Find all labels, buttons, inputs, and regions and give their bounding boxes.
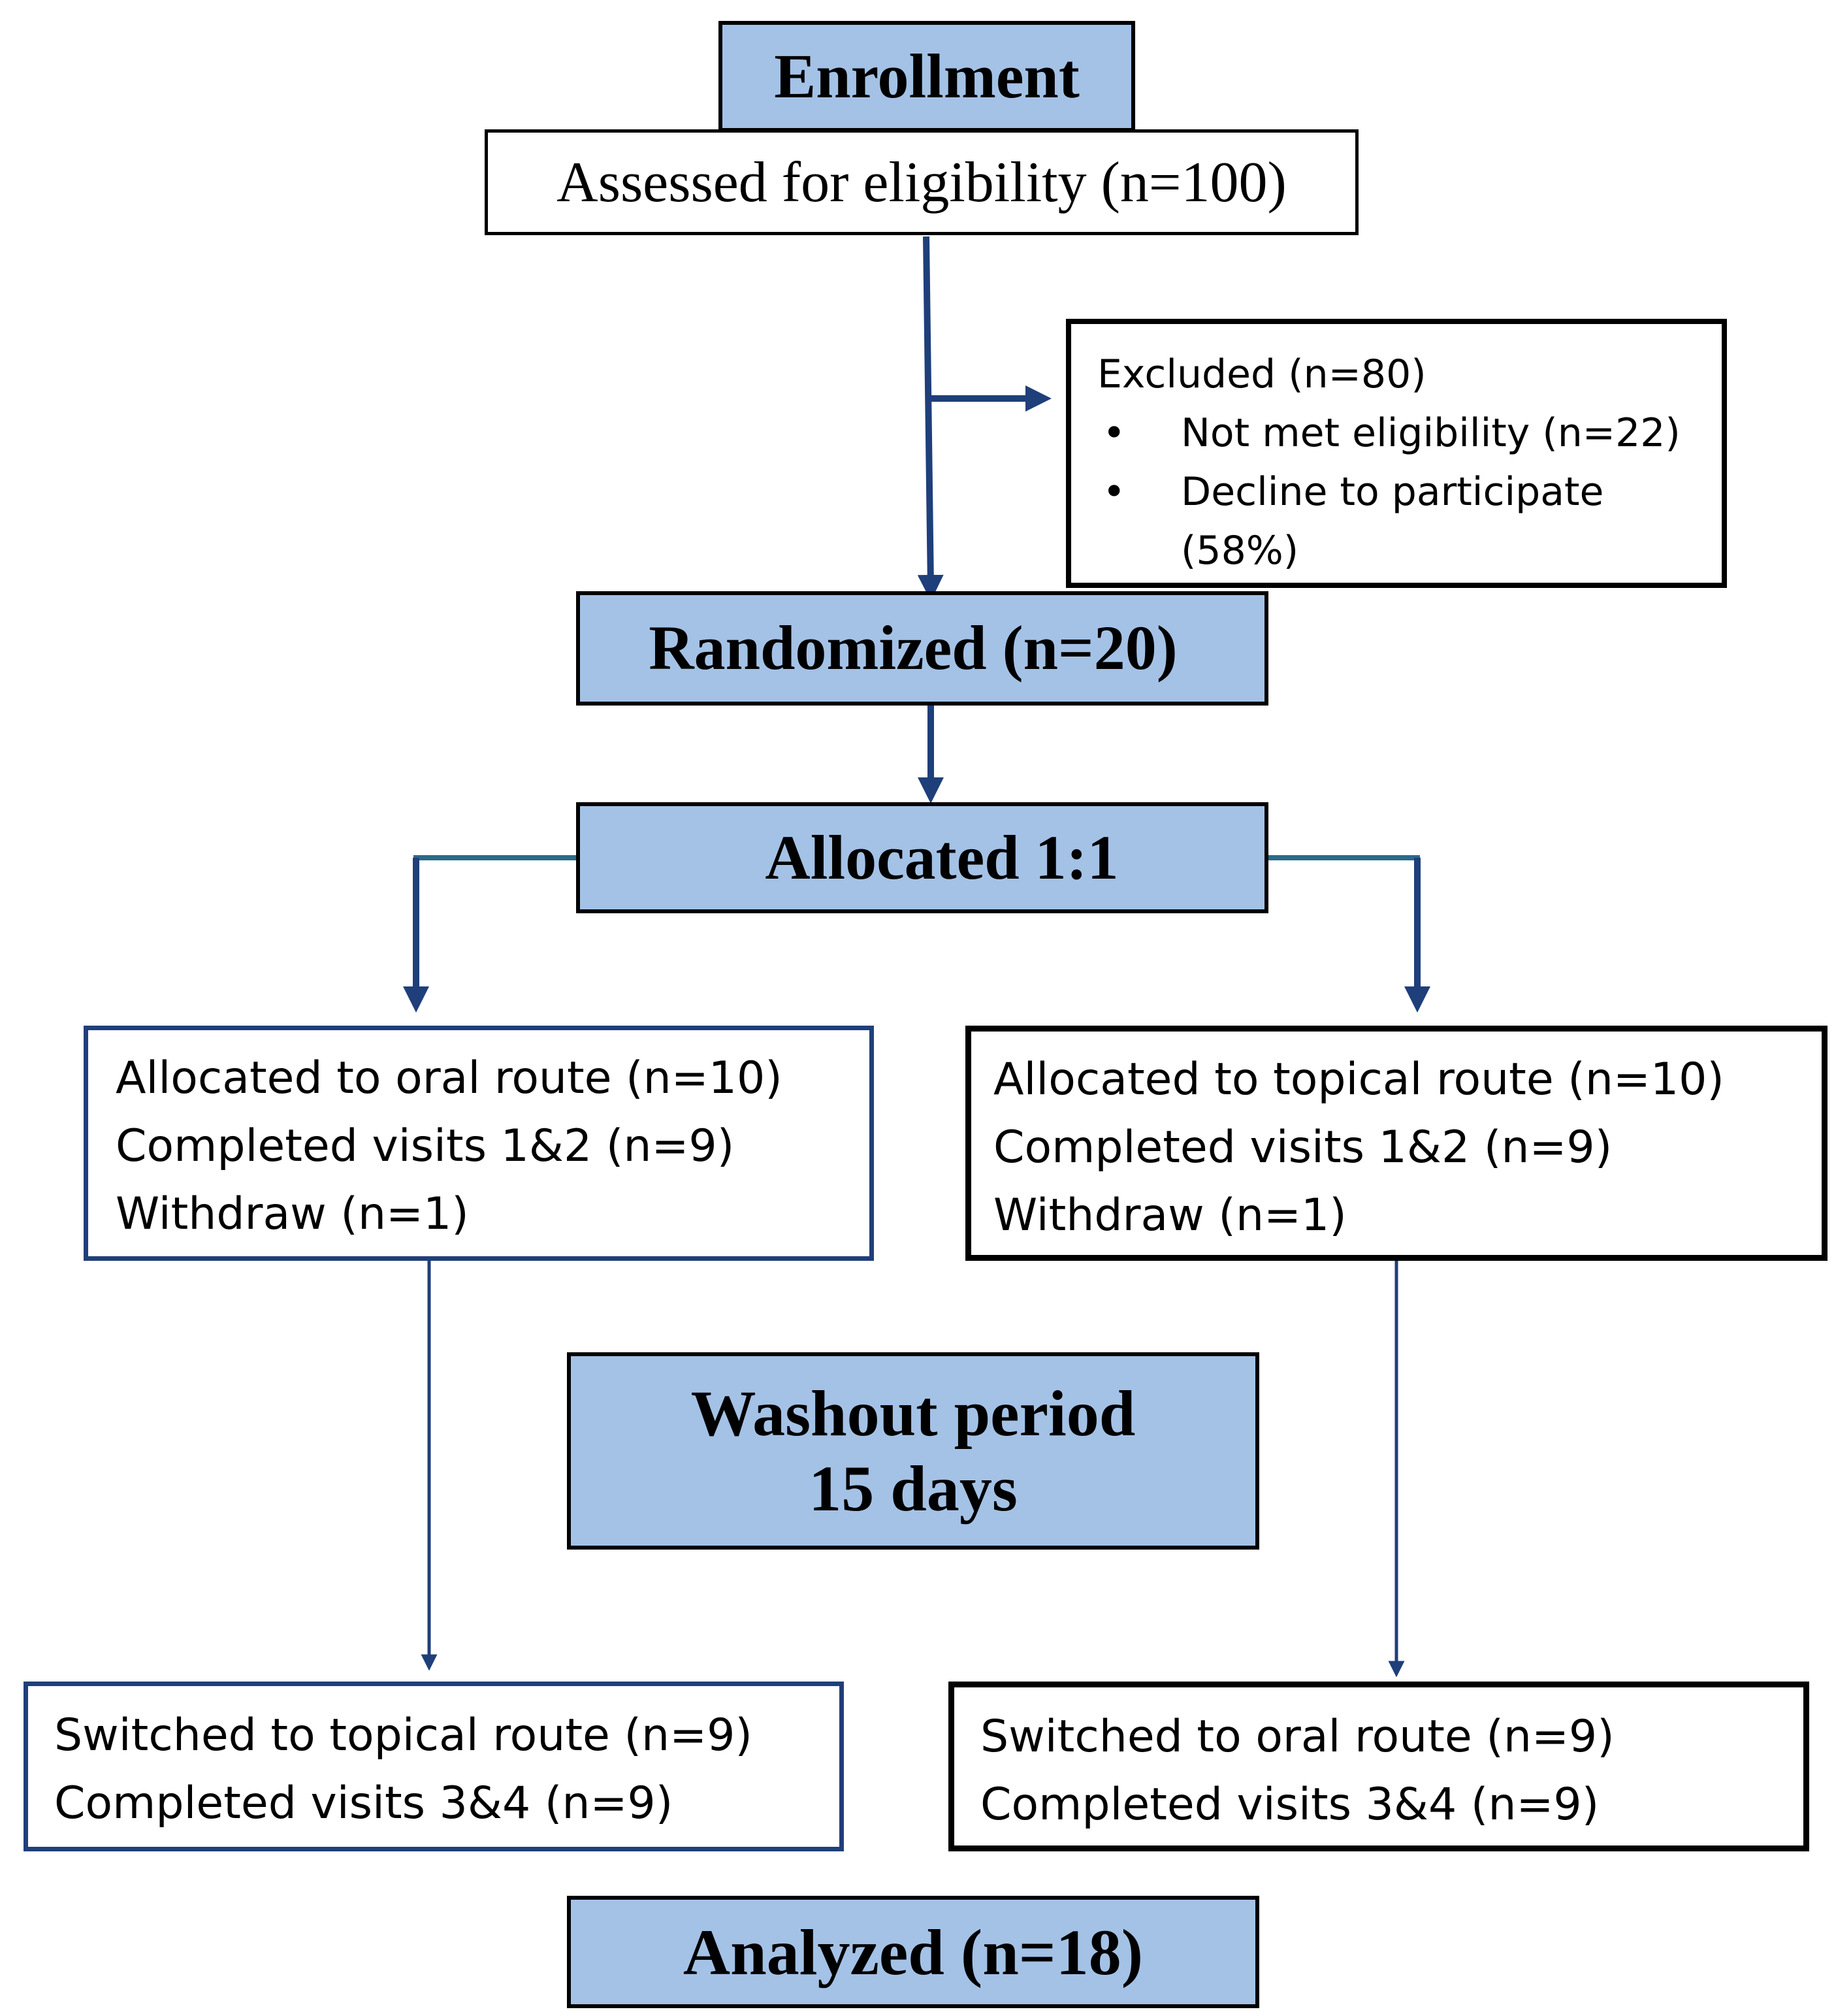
switch-topical-line: Switched to topical route (n=9) <box>54 1710 752 1761</box>
excluded-item-continuation: (58%) <box>1181 528 1299 574</box>
oral-arm-completed: Completed visits 1&2 (n=9) <box>116 1120 735 1172</box>
excluded-bullet-row: • Decline to participate <box>1097 463 1681 521</box>
enrollment-title: Enrollment <box>774 41 1080 111</box>
arrow-assessed-to-randomized <box>917 236 944 601</box>
oral-arm-box: Allocated to oral route (n=10) Completed… <box>84 1026 874 1261</box>
oral-arm-allocated: Allocated to oral route (n=10) <box>116 1052 782 1104</box>
allocated-title: Allocated 1:1 <box>765 822 1119 892</box>
oral-arm-withdraw: Withdraw (n=1) <box>116 1188 469 1240</box>
washout-duration: 15 days <box>809 1452 1018 1525</box>
allocated-box: Allocated 1:1 <box>576 802 1268 913</box>
topical-arm-allocated: Allocated to topical route (n=10) <box>993 1054 1724 1105</box>
topical-arm-completed: Completed visits 1&2 (n=9) <box>993 1122 1613 1173</box>
analyzed-box: Analyzed (n=18) <box>567 1896 1259 2008</box>
washout-box: Washout period 15 days <box>567 1352 1259 1550</box>
assessed-text: Assessed for eligibility (n=100) <box>556 150 1287 214</box>
excluded-item-eligibility: Not met eligibility (n=22) <box>1181 410 1681 456</box>
excluded-box: Excluded (n=80) • Not met eligibility (n… <box>1066 319 1727 588</box>
enrollment-box: Enrollment <box>718 21 1135 132</box>
bullet-marker: • <box>1103 469 1126 515</box>
excluded-item-declined: Decline to participate <box>1181 469 1604 515</box>
analyzed-title: Analyzed (n=18) <box>683 1915 1144 1989</box>
washout-title: Washout period <box>690 1377 1136 1450</box>
excluded-heading: Excluded (n=80) <box>1097 351 1426 397</box>
switch-oral-box: Switched to oral route (n=9) Completed v… <box>948 1682 1809 1851</box>
switch-topical-box: Switched to topical route (n=9) Complete… <box>24 1682 844 1851</box>
switch-oral-line: Switched to oral route (n=9) <box>980 1711 1615 1763</box>
randomized-title: Randomized (n=20) <box>649 613 1178 683</box>
switch-oral-completed: Completed visits 3&4 (n=9) <box>980 1779 1600 1830</box>
topical-arm-box: Allocated to topical route (n=10) Comple… <box>965 1026 1828 1261</box>
switch-topical-completed: Completed visits 3&4 (n=9) <box>54 1778 673 1829</box>
connector-allocated-right <box>1268 855 1420 864</box>
connector-allocated-left <box>413 855 576 864</box>
excluded-bullet-row: • Not met eligibility (n=22) <box>1097 404 1681 463</box>
assessed-box: Assessed for eligibility (n=100) <box>485 129 1359 235</box>
topical-arm-withdraw: Withdraw (n=1) <box>993 1190 1347 1241</box>
randomized-box: Randomized (n=20) <box>576 591 1268 706</box>
bullet-marker: • <box>1103 410 1126 456</box>
